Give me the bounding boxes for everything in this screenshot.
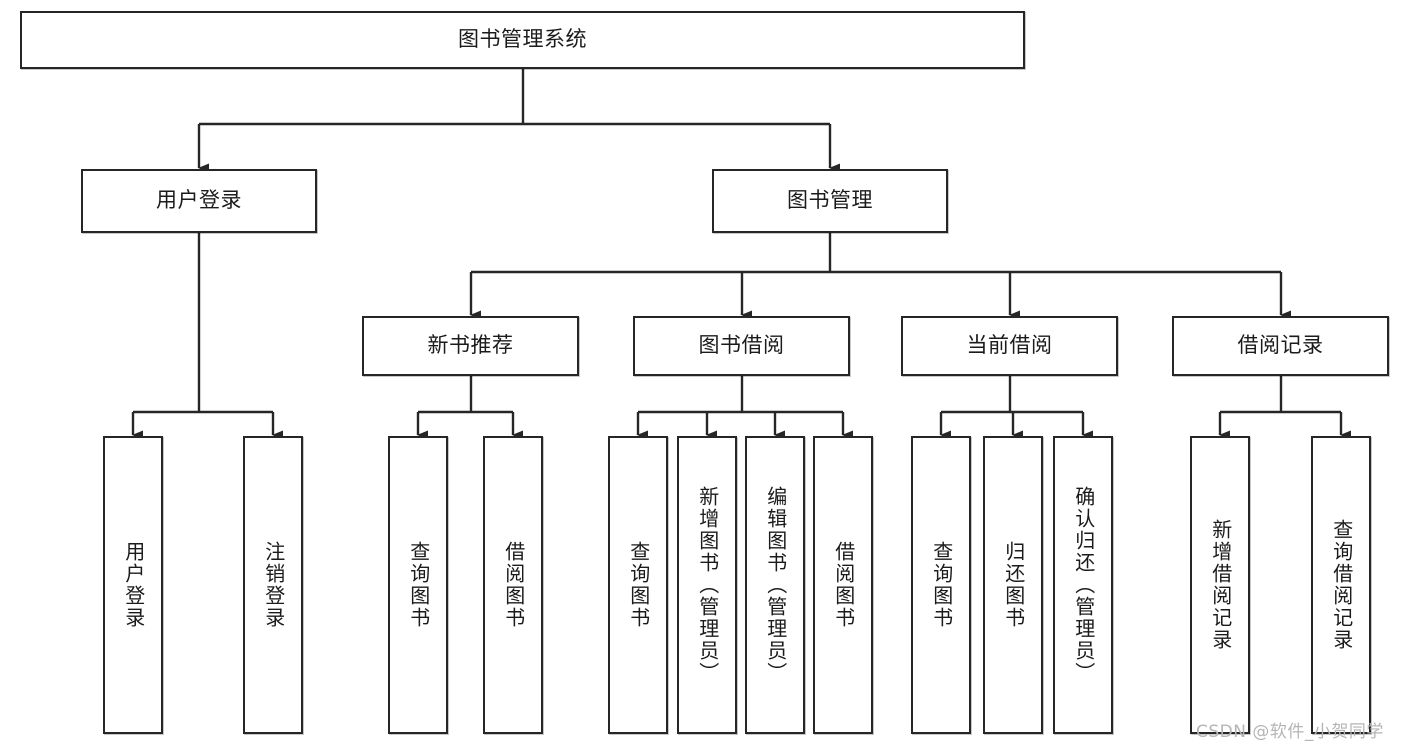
node-book-manage[interactable]: 图书管理 bbox=[712, 169, 948, 233]
node-label-leaf-add-borrow-record: 新增借阅记录 bbox=[1208, 519, 1233, 651]
node-leaf-confirm-return-admin[interactable]: 确认归还（管理员） bbox=[1053, 436, 1113, 734]
node-label-borrow-record: 借阅记录 bbox=[1237, 333, 1324, 358]
node-label-leaf-edit-book-admin: 编辑图书（管理员） bbox=[763, 486, 788, 684]
node-new-book-recommend[interactable]: 新书推荐 bbox=[362, 316, 579, 376]
node-leaf-user-login[interactable]: 用户登录 bbox=[103, 436, 163, 734]
node-label-leaf-borrow-book: 借阅图书 bbox=[831, 541, 856, 629]
node-label-leaf-logout-login: 注销登录 bbox=[261, 541, 286, 629]
node-label-current-borrow: 当前借阅 bbox=[966, 333, 1053, 358]
node-current-borrow[interactable]: 当前借阅 bbox=[901, 316, 1118, 376]
node-leaf-borrow-book-rec[interactable]: 借阅图书 bbox=[483, 436, 543, 734]
node-label-root: 图书管理系统 bbox=[458, 27, 587, 52]
node-leaf-edit-book-admin[interactable]: 编辑图书（管理员） bbox=[745, 436, 805, 734]
node-label-leaf-confirm-return-admin: 确认归还（管理员） bbox=[1071, 486, 1096, 684]
node-book-borrow[interactable]: 图书借阅 bbox=[633, 316, 850, 376]
node-label-book-manage: 图书管理 bbox=[787, 188, 873, 213]
node-label-user-login: 用户登录 bbox=[156, 188, 242, 213]
node-leaf-query-book-rec[interactable]: 查询图书 bbox=[388, 436, 448, 734]
node-label-leaf-query-book-borrow: 查询图书 bbox=[626, 541, 651, 629]
node-label-leaf-user-login: 用户登录 bbox=[121, 541, 146, 629]
node-label-new-book-recommend: 新书推荐 bbox=[427, 333, 514, 358]
node-label-book-borrow: 图书借阅 bbox=[698, 333, 785, 358]
node-leaf-query-borrow-record[interactable]: 查询借阅记录 bbox=[1311, 436, 1371, 734]
node-label-leaf-query-book-rec: 查询图书 bbox=[406, 541, 431, 629]
node-label-leaf-return-book: 归还图书 bbox=[1001, 541, 1026, 629]
node-leaf-add-borrow-record[interactable]: 新增借阅记录 bbox=[1190, 436, 1250, 734]
node-leaf-borrow-book[interactable]: 借阅图书 bbox=[813, 436, 873, 734]
node-label-leaf-query-borrow-record: 查询借阅记录 bbox=[1329, 519, 1354, 651]
node-leaf-query-book-current[interactable]: 查询图书 bbox=[911, 436, 971, 734]
node-leaf-query-book-borrow[interactable]: 查询图书 bbox=[608, 436, 668, 734]
node-leaf-add-book-admin[interactable]: 新增图书（管理员） bbox=[677, 436, 737, 734]
node-label-leaf-add-book-admin: 新增图书（管理员） bbox=[695, 486, 720, 684]
node-user-login[interactable]: 用户登录 bbox=[81, 169, 317, 233]
node-leaf-logout-login[interactable]: 注销登录 bbox=[243, 436, 303, 734]
node-leaf-return-book[interactable]: 归还图书 bbox=[983, 436, 1043, 734]
edge-group bbox=[131, 69, 1351, 440]
node-label-leaf-borrow-book-rec: 借阅图书 bbox=[501, 541, 526, 629]
node-label-leaf-query-book-current: 查询图书 bbox=[929, 541, 954, 629]
node-root[interactable]: 图书管理系统 bbox=[20, 11, 1025, 69]
node-borrow-record[interactable]: 借阅记录 bbox=[1172, 316, 1389, 376]
